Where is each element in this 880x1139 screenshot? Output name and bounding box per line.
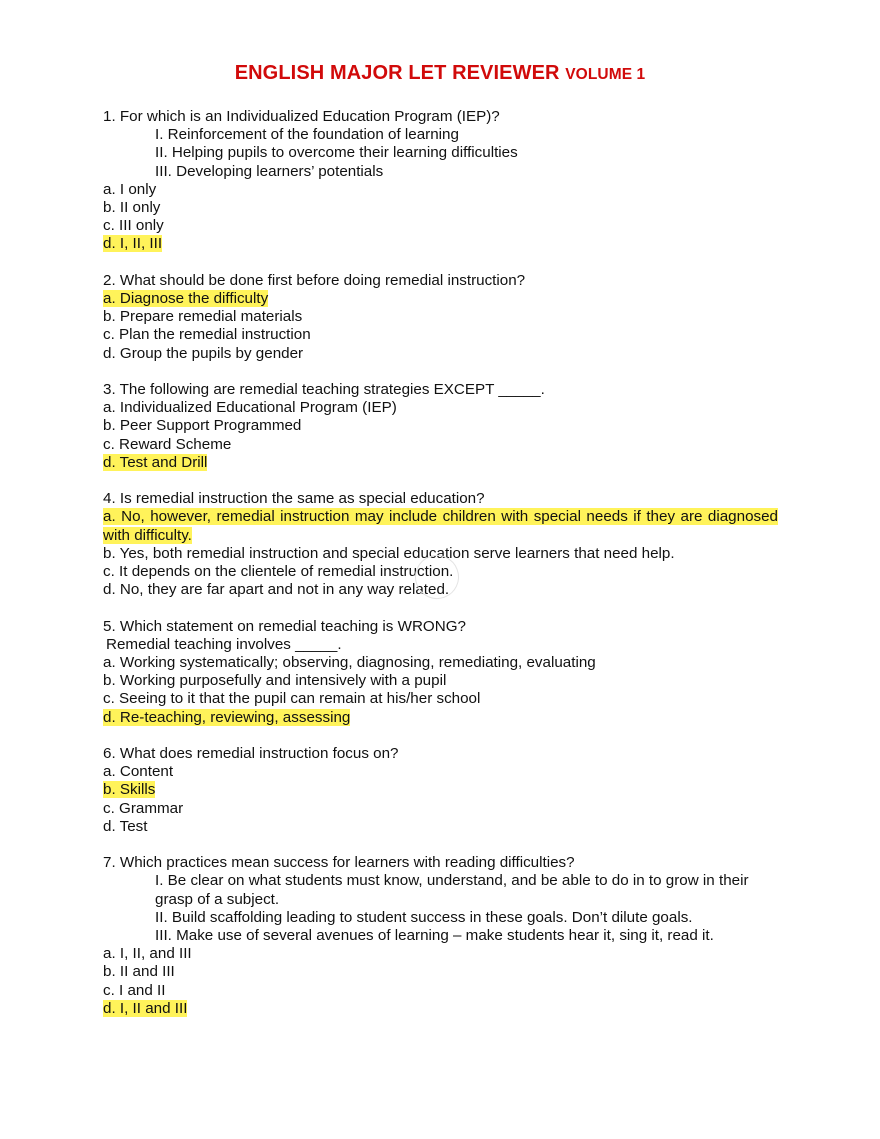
option-c: c. III only [103, 217, 164, 235]
option-c: c. It depends on the clientele of remedi… [103, 563, 454, 581]
statement: III. Developing learners’ potentials [155, 162, 384, 180]
answer-highlight: b. Skills [103, 781, 156, 799]
answer-highlight: d. Re-teaching, reviewing, assessing [103, 708, 351, 726]
option-a: a. Individualized Educational Program (I… [103, 399, 397, 417]
option-c: c. Reward Scheme [103, 435, 232, 453]
question-3: 3. The following are remedial teaching s… [103, 381, 778, 472]
option-a-answer: a. No, however, remedial instruction may… [103, 508, 778, 544]
option-b: b. II and III [103, 963, 175, 981]
option-a: a. I, II, and III [103, 945, 192, 963]
title-volume: VOLUME 1 [565, 66, 646, 83]
option-d-answer: d. I, II and III [103, 999, 778, 1018]
statement: I. Be clear on what students must know, … [155, 872, 749, 908]
option-d: d. No, they are far apart and not in any… [103, 581, 450, 599]
answer-highlight: d. I, II, III [103, 235, 163, 253]
question-stem-continued: Remedial teaching involves _____. [106, 635, 342, 653]
question-5: 5. Which statement on remedial teaching … [103, 618, 778, 727]
statement: II. Build scaffolding leading to student… [155, 908, 693, 926]
option-a: a. I only [103, 180, 157, 198]
option-b: b. Working purposefully and intensively … [103, 672, 447, 690]
option-d-answer: d. Re-teaching, reviewing, assessing [103, 708, 778, 727]
option-c: c. Seeing to it that the pupil can remai… [103, 690, 481, 708]
question-stem: 3. The following are remedial teaching s… [103, 381, 545, 399]
option-b: b. II only [103, 199, 161, 217]
option-b-answer: b. Skills [103, 781, 778, 799]
statement: I. Reinforcement of the foundation of le… [155, 126, 459, 144]
question-stem: 4. Is remedial instruction the same as s… [103, 490, 485, 508]
option-c: c. Plan the remedial instruction [103, 326, 311, 344]
questions-list: 1. For which is an Individualized Educat… [103, 108, 778, 1036]
option-c: c. I and II [103, 981, 166, 999]
question-2: 2. What should be done first before doin… [103, 272, 778, 363]
option-a: a. Working systematically; observing, di… [103, 654, 596, 672]
answer-highlight: a. Diagnose the difficulty [103, 290, 269, 308]
question-1: 1. For which is an Individualized Educat… [103, 108, 778, 254]
option-b: b. Prepare remedial materials [103, 308, 303, 326]
statement: II. Helping pupils to overcome their lea… [155, 144, 518, 162]
question-stem: 1. For which is an Individualized Educat… [103, 108, 500, 125]
option-b: b. Peer Support Programmed [103, 417, 302, 435]
question-stem: 5. Which statement on remedial teaching … [103, 617, 466, 635]
question-stem: 2. What should be done first before doin… [103, 271, 526, 289]
option-d-answer: d. Test and Drill [103, 453, 778, 472]
question-stem: 7. Which practices mean success for lear… [103, 854, 575, 872]
answer-highlight: d. I, II and III [103, 999, 188, 1017]
page-title: ENGLISH MAJOR LET REVIEWER VOLUME 1 [0, 60, 880, 88]
answer-highlight: d. Test and Drill [103, 453, 208, 471]
answer-highlight: a. No, however, remedial instruction may… [103, 508, 778, 544]
question-4: 4. Is remedial instruction the same as s… [103, 490, 778, 599]
question-7: 7. Which practices mean success for lear… [103, 854, 778, 1018]
option-a: a. Content [103, 763, 174, 781]
option-d: d. Group the pupils by gender [103, 344, 304, 362]
statement: III. Make use of several avenues of lear… [155, 927, 714, 945]
option-b: b. Yes, both remedial instruction and sp… [103, 544, 675, 562]
question-stem: 6. What does remedial instruction focus … [103, 745, 399, 763]
option-d: d. Test [103, 817, 148, 835]
question-6: 6. What does remedial instruction focus … [103, 745, 778, 836]
option-d-answer: d. I, II, III [103, 235, 778, 253]
option-c: c. Grammar [103, 799, 184, 817]
title-main: ENGLISH MAJOR LET REVIEWER [234, 62, 560, 84]
option-a-answer: a. Diagnose the difficulty [103, 290, 778, 308]
